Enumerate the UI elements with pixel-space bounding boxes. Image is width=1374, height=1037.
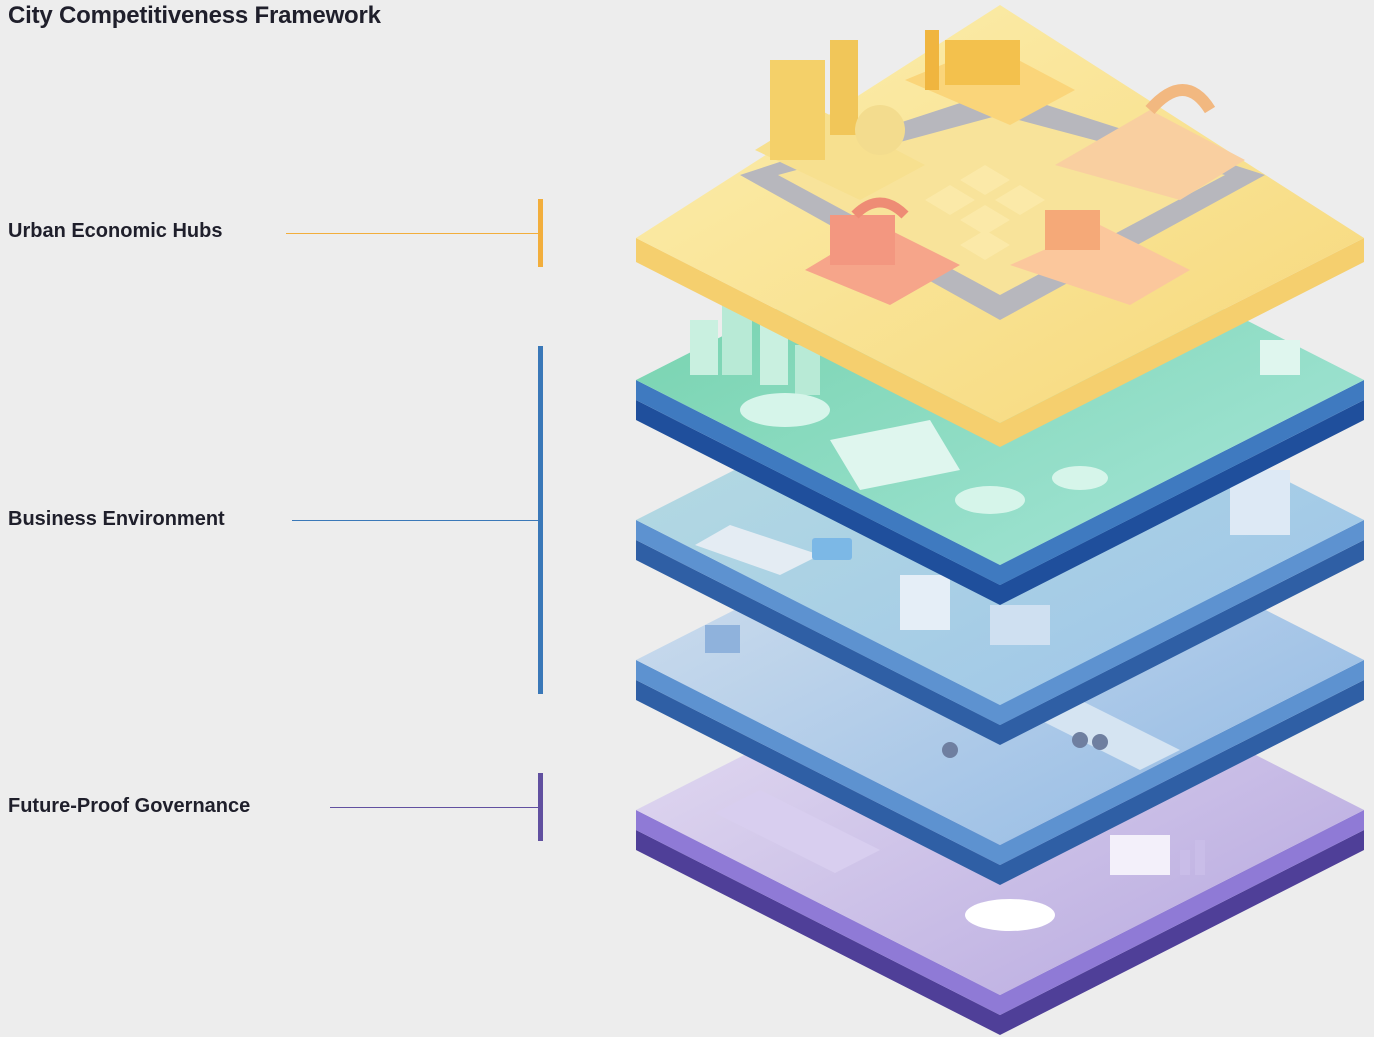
hub-finance <box>755 40 925 200</box>
connector-urban-economic-hubs <box>286 233 540 234</box>
hub-research <box>805 197 960 305</box>
connector-future-proof-governance <box>330 807 540 808</box>
label-business-environment: Business Environment <box>8 508 225 530</box>
page-title: City Competitiveness Framework <box>8 2 381 29</box>
connector-business-environment <box>292 520 540 521</box>
hub-commerce <box>1010 210 1190 305</box>
hub-culture <box>1055 84 1245 200</box>
label-future-proof-governance: Future-Proof Governance <box>8 795 251 817</box>
bracket-future-proof-governance <box>538 773 543 841</box>
bracket-urban-economic-hubs <box>538 199 543 267</box>
label-urban-economic-hubs: Urban Economic Hubs <box>8 220 223 242</box>
bracket-business-environment <box>538 346 543 694</box>
urban-economic-hubs-layer <box>636 5 1364 447</box>
hub-industry <box>905 30 1075 125</box>
